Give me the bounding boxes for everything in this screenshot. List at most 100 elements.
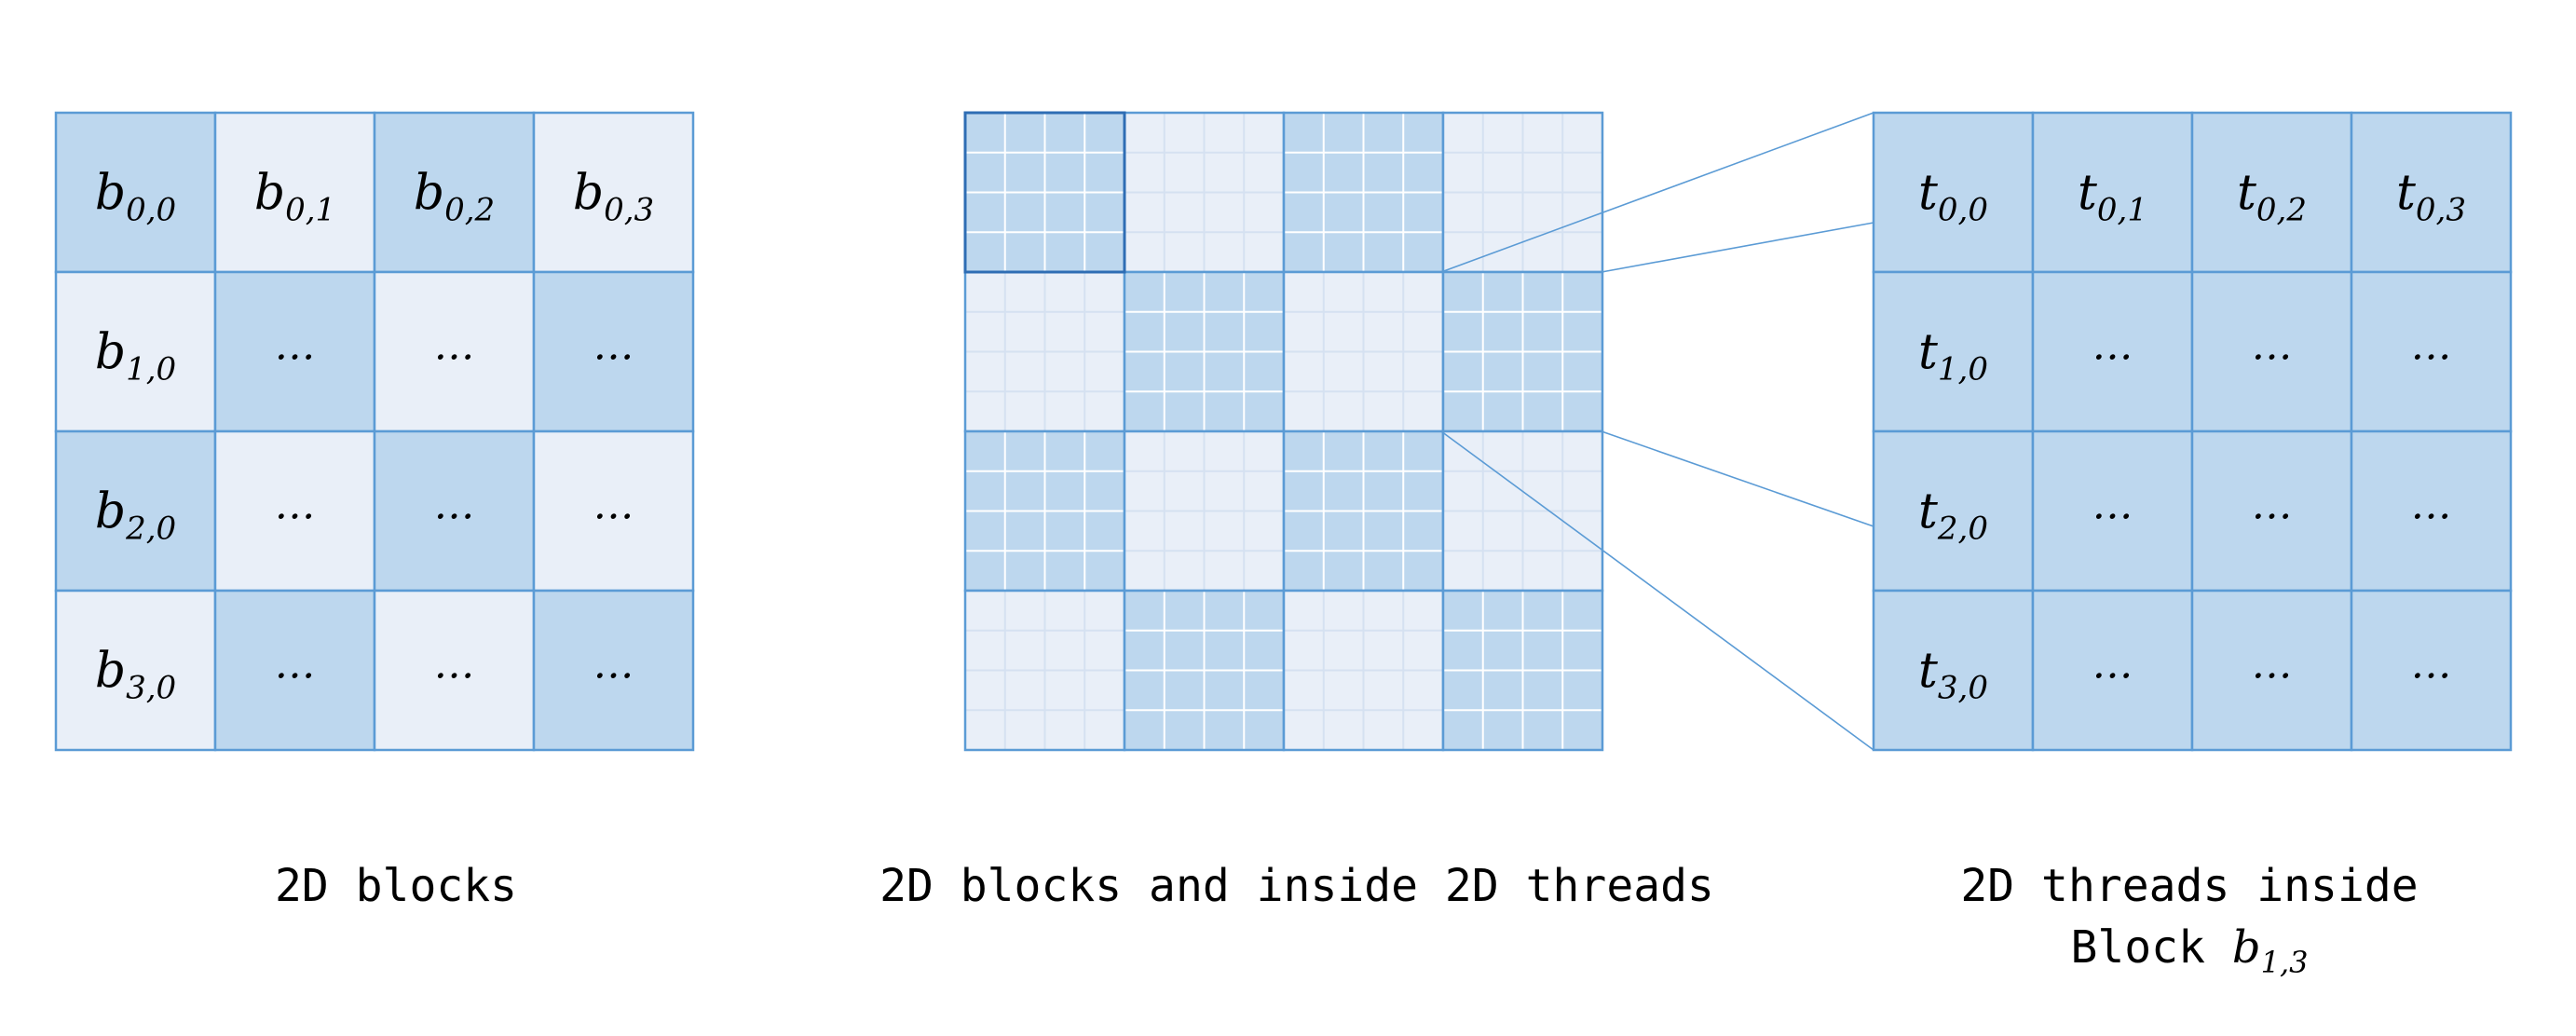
block-label-0-0: b0,0	[95, 166, 176, 229]
block-label-1-0: b1,0	[95, 325, 176, 388]
block-ellipsis-3-2: …	[434, 641, 475, 688]
thread-label-0-1: t0,1	[2078, 166, 2147, 229]
block-with-threads-3-1	[1123, 589, 1286, 752]
thread-ellipsis-2-2: …	[2252, 482, 2293, 529]
blocks-and-threads-caption: 2D blocks and inside 2D threads	[879, 860, 1714, 912]
block-label-0-2: b0,2	[414, 166, 495, 229]
block-with-threads-2-0	[963, 429, 1126, 593]
block-label-var-3-0: b	[95, 644, 126, 700]
thread-cell-3-2	[2190, 589, 2353, 752]
thread-label-var-0-2: t	[2237, 166, 2256, 222]
thread-label-sub-0-2: 0,2	[2256, 192, 2307, 229]
first-block-highlight	[963, 111, 1126, 274]
blocks-grid-caption: 2D blocks	[275, 860, 517, 912]
connector-line-1	[1601, 222, 1874, 273]
block-with-threads-2-3	[1441, 429, 1604, 593]
block-label-var-1-0: b	[95, 325, 126, 381]
block-cell-0-3	[532, 111, 695, 274]
block-with-threads-0-1	[1123, 111, 1286, 274]
thread-ellipsis-3-1: …	[2092, 641, 2133, 688]
thread-cell-1-3	[2350, 270, 2513, 433]
block-label-sub: 1,3	[2261, 945, 2309, 980]
block-label-sub-1-0: 1,0	[126, 351, 176, 388]
block-ellipsis-2-3: …	[593, 482, 634, 529]
thread-cell-0-1	[2031, 111, 2194, 274]
block-cell-3-1	[213, 589, 376, 752]
thread-ellipsis-1-1: …	[2092, 322, 2133, 370]
thread-label-0-0: t0,0	[1918, 166, 1988, 229]
thread-label-sub-3-0: 3,0	[1938, 670, 1988, 707]
block-ellipsis-1-1: …	[275, 322, 316, 370]
block-cell-1-1	[213, 270, 376, 433]
thread-label-sub-2-0: 2,0	[1937, 511, 1988, 548]
thread-cell-3-3	[2350, 589, 2513, 752]
thread-cell-0-0	[1872, 111, 2035, 274]
block-ellipsis-3-3: …	[593, 641, 634, 688]
block-border-3-3	[1441, 589, 1604, 752]
block-with-threads-1-1	[1123, 270, 1286, 433]
thread-label-var-2-0: t	[1918, 484, 1938, 540]
connector-line-0	[1440, 112, 1874, 273]
block-cell-3-3	[532, 589, 695, 752]
block-with-threads-2-2	[1282, 429, 1445, 593]
block-cell-2-3	[532, 429, 695, 593]
block-ellipsis-1-3: …	[593, 322, 634, 370]
connector-line-3	[1440, 430, 1874, 751]
block-label-sub-0-0: 0,0	[126, 192, 176, 229]
block-ellipsis-1-2: …	[434, 322, 475, 370]
thread-ellipsis-2-1: …	[2092, 482, 2133, 529]
zoom-connector-lines	[1440, 112, 1874, 751]
thread-ellipsis-1-2: …	[2252, 322, 2293, 370]
blocks-and-threads-grid	[963, 111, 1604, 752]
block-label-sub-3-0: 3,0	[126, 670, 176, 707]
block-cell-3-0	[54, 589, 217, 752]
block-label-sub-2-0: 2,0	[125, 511, 176, 548]
block-with-threads-1-0	[963, 270, 1126, 433]
thread-label-var-0-1: t	[2078, 166, 2097, 222]
thread-label-sub-0-3: 0,3	[2416, 192, 2466, 229]
thread-label-2-0: t2,0	[1918, 484, 1988, 548]
block-cell-2-1	[213, 429, 376, 593]
thread-cell-2-2	[2190, 429, 2353, 593]
thread-ellipsis-2-3: …	[2411, 482, 2452, 529]
block-with-threads-2-1	[1123, 429, 1286, 593]
block-with-threads-0-2	[1282, 111, 1445, 274]
block-label-0-1: b0,1	[254, 166, 335, 229]
thread-label-0-2: t0,2	[2237, 166, 2307, 229]
block-with-threads-0-3	[1441, 111, 1604, 274]
block-cell-3-2	[373, 589, 536, 752]
block-cell-0-0	[54, 111, 217, 274]
block-label-3-0: b3,0	[95, 644, 176, 707]
thread-label-1-0: t1,0	[1918, 325, 1988, 388]
block-with-threads-3-0	[963, 589, 1126, 752]
thread-label-3-0: t3,0	[1918, 644, 1988, 707]
block-label-var-0-2: b	[414, 166, 444, 222]
thread-label-sub-0-0: 0,0	[1938, 192, 1988, 229]
block-label-var: b	[2232, 921, 2261, 974]
block-label-var-0-3: b	[573, 166, 604, 222]
thread-label-sub-1-0: 1,0	[1938, 351, 1988, 388]
block-with-threads-0-0	[963, 111, 1126, 274]
thread-cell-3-1	[2031, 589, 2194, 752]
thread-label-var-0-0: t	[1918, 166, 1938, 222]
thread-cell-2-0	[1872, 429, 2035, 593]
connector-line-2	[1601, 430, 1874, 527]
thread-ellipsis-1-3: …	[2411, 322, 2452, 370]
block-with-threads-3-3	[1441, 589, 1604, 752]
block-with-threads-1-2	[1282, 270, 1445, 433]
block-ellipsis-2-1: …	[275, 482, 316, 529]
block-cell-1-3	[532, 270, 695, 433]
thread-label-sub-0-1: 0,1	[2097, 192, 2147, 229]
block-label-2-0: b2,0	[95, 484, 176, 548]
block-label-sub-0-2: 0,2	[444, 192, 495, 229]
threads-grid-caption-line1: 2D threads inside	[1960, 860, 2418, 912]
block-with-threads-3-2	[1282, 589, 1445, 752]
thread-ellipsis-3-3: …	[2411, 641, 2452, 688]
block-label-var-2-0: b	[95, 484, 126, 540]
block-label-prefix: Block	[2070, 921, 2231, 974]
block-label-var-0-0: b	[95, 166, 126, 222]
block-ellipsis-3-1: …	[275, 641, 316, 688]
block-ellipsis-2-2: …	[434, 482, 475, 529]
